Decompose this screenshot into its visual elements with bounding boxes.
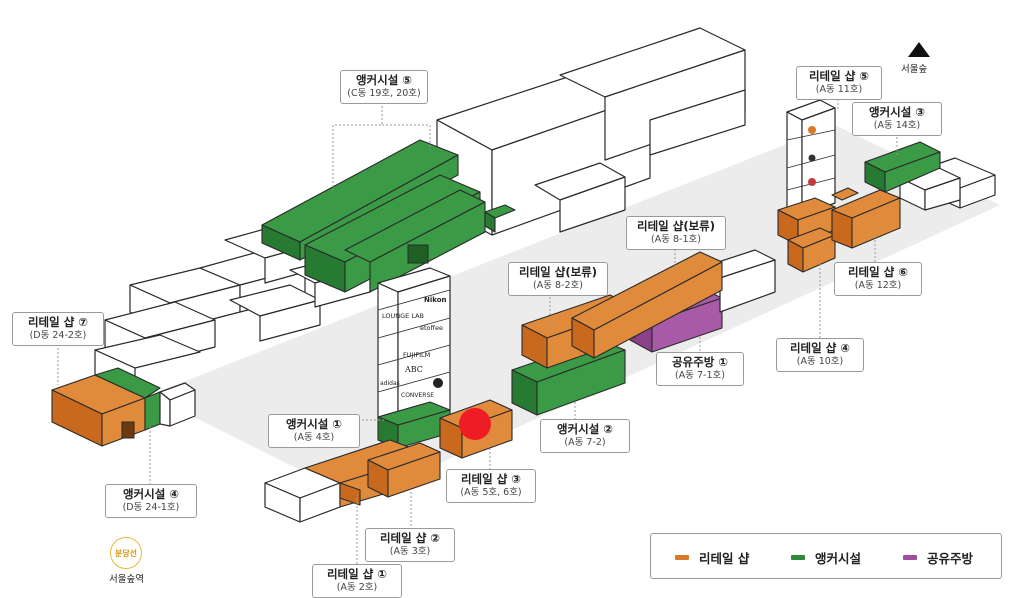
- logo-apple-mark: [433, 378, 443, 388]
- callout-sub: (A동 5호, 6호): [460, 487, 522, 498]
- callout-title: 앵커시설 ①: [285, 417, 343, 431]
- callout-title: 리테일 샵 ①: [326, 567, 388, 581]
- station-badge: 분당선: [110, 537, 142, 569]
- callout-anchor-2[interactable]: 앵커시설 ② (A동 7-2): [540, 419, 630, 453]
- callout-retail-hold-8-1[interactable]: 리테일 샵(보류) (A동 8-1호): [626, 216, 726, 250]
- callout-title: 앵커시설 ③: [868, 105, 926, 119]
- callout-retail-2[interactable]: 리테일 샵 ② (A동 3호): [365, 528, 455, 562]
- anchor-5-building: [261, 139, 516, 293]
- logo-etoffee: etoffee: [420, 324, 443, 332]
- callout-sub: (A동 7-1호): [675, 370, 725, 381]
- logo-nikon: Nikon: [424, 296, 447, 304]
- callout-retail-1[interactable]: 리테일 샵 ① (A동 2호): [312, 564, 402, 598]
- callout-sub: (A동 8-1호): [651, 234, 701, 245]
- callout-sub: (A동 11호): [815, 84, 863, 95]
- callout-sub: (A동 2호): [336, 582, 378, 593]
- callout-title: 리테일 샵(보류): [637, 219, 715, 233]
- callout-sub: (C동 19호, 20호): [347, 88, 421, 99]
- legend: 리테일 샵 앵커시설 공유주방: [650, 533, 1002, 579]
- leader-lines: [57, 95, 898, 568]
- logo-converse: CONVERSE: [401, 392, 434, 399]
- callout-sub: (A동 3호): [389, 546, 431, 557]
- callout-anchor-3[interactable]: 앵커시설 ③ (A동 14호): [852, 102, 942, 136]
- legend-kitchen: 공유주방: [903, 548, 973, 567]
- callout-sub: (A동 7-2): [564, 437, 606, 448]
- retail-1-2-buildings: [264, 439, 441, 523]
- anchor-4-building: [94, 367, 196, 431]
- callout-anchor-4[interactable]: 앵커시설 ④ (D동 24-1호): [105, 484, 197, 518]
- callout-title: 리테일 샵(보류): [519, 265, 597, 279]
- callout-sub: (D동 24-1호): [122, 502, 180, 513]
- logo-lounge-lab: LOUNGE LAB: [382, 312, 424, 320]
- logo-adidas: adidas: [380, 380, 400, 387]
- callout-retail-6[interactable]: 리테일 샵 ⑥ (A동 12호): [834, 262, 922, 296]
- callout-sub: (A동 4호): [293, 432, 335, 443]
- callout-title: 리테일 샵 ⑥: [847, 265, 909, 279]
- legend-swatch-retail: [675, 555, 689, 560]
- callout-title: 앵커시설 ⑤: [355, 73, 413, 87]
- right-cluster: [777, 99, 996, 273]
- mountain-label: 서울숲: [901, 64, 928, 75]
- callout-title: 리테일 샵 ④: [789, 341, 851, 355]
- logo-fujifilm: FUJIFILM: [403, 351, 430, 359]
- callout-title: 리테일 샵 ⑤: [808, 69, 870, 83]
- callout-title: 리테일 샵 ③: [460, 472, 522, 486]
- current-location-marker: [459, 408, 491, 440]
- callout-retail-4[interactable]: 리테일 샵 ④ (A동 10호): [776, 338, 864, 372]
- mountain-icon: [908, 42, 930, 57]
- callout-retail-7[interactable]: 리테일 샵 ⑦ (D동 24-2호): [12, 312, 104, 346]
- legend-label-kitchen: 공유주방: [927, 551, 974, 566]
- anchor-1-building: [377, 401, 451, 449]
- retail-3-building: [439, 399, 513, 459]
- callout-title: 앵커시설 ④: [122, 487, 180, 501]
- legend-anchor: 앵커시설: [791, 548, 861, 567]
- callout-sub: (A동 14호): [873, 120, 921, 131]
- container-cluster-left: [94, 221, 371, 393]
- legend-swatch-anchor: [791, 555, 805, 560]
- logo-tower: LOUNGE LAB Nikon etoffee FUJIFILM ABC CO…: [377, 267, 451, 426]
- callout-anchor-5[interactable]: 앵커시설 ⑤ (C동 19호, 20호): [340, 70, 428, 104]
- callout-title: 리테일 샵 ⑦: [27, 315, 89, 329]
- station-label: 서울숲역: [109, 574, 144, 585]
- retail-7-building: [51, 374, 146, 447]
- callout-retail-5[interactable]: 리테일 샵 ⑤ (A동 11호): [796, 66, 882, 100]
- callout-title: 앵커시설 ②: [556, 422, 614, 436]
- callout-title: 공유주방 ①: [671, 355, 729, 369]
- callout-sub: (D동 24-2호): [29, 330, 87, 341]
- a-block-middle: [511, 249, 776, 416]
- callout-title: 리테일 샵 ②: [379, 531, 441, 545]
- callout-sub: (A동 12호): [854, 280, 902, 291]
- callout-anchor-1[interactable]: 앵커시설 ① (A동 4호): [268, 414, 360, 448]
- callout-retail-hold-8-2[interactable]: 리테일 샵(보류) (A동 8-2호): [508, 262, 608, 296]
- logo-abc: ABC: [404, 365, 423, 374]
- legend-label-anchor: 앵커시설: [815, 551, 862, 566]
- legend-retail: 리테일 샵: [675, 548, 749, 567]
- callout-sub: (A동 10호): [796, 356, 844, 367]
- callout-retail-3[interactable]: 리테일 샵 ③ (A동 5호, 6호): [446, 469, 536, 503]
- legend-label-retail: 리테일 샵: [699, 551, 750, 566]
- callout-kitchen-1[interactable]: 공유주방 ① (A동 7-1호): [656, 352, 744, 386]
- callout-sub: (A동 8-2호): [533, 280, 583, 291]
- legend-swatch-kitchen: [903, 555, 917, 560]
